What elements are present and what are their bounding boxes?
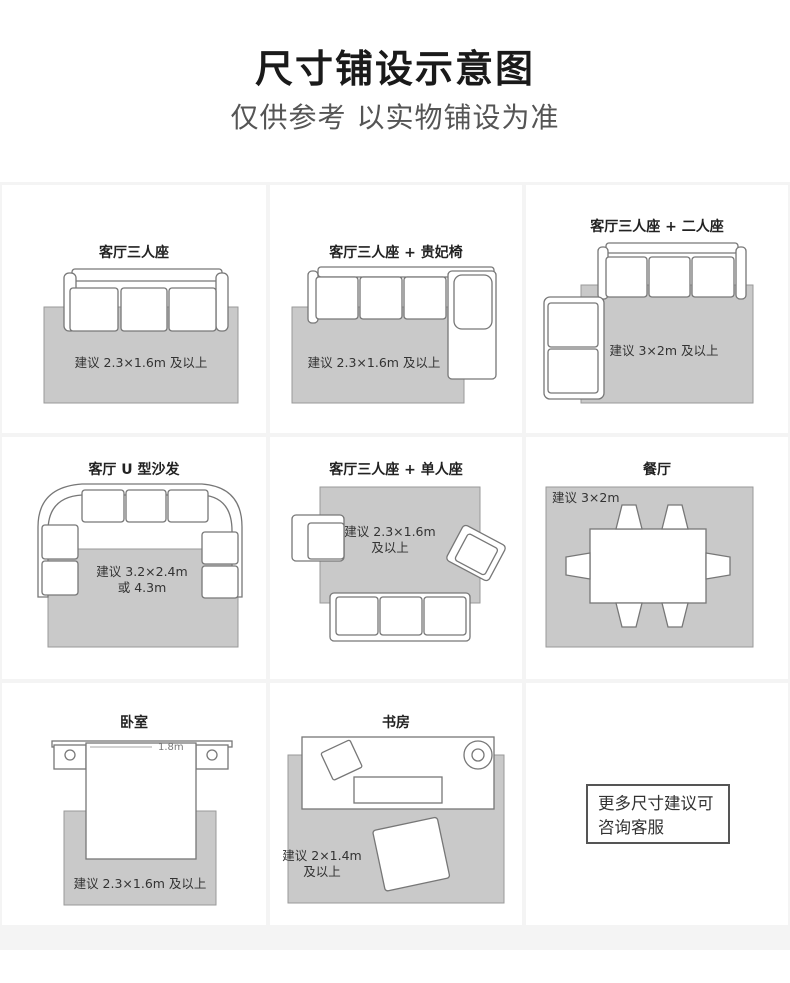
loveseat-cushion <box>547 348 599 394</box>
size-note-line2: 或 4.3m <box>118 580 167 595</box>
sofa-cushion <box>691 256 735 298</box>
sofa-back <box>71 268 223 282</box>
page-subtitle: 仅供参考 以实物铺设为准 <box>230 101 560 134</box>
cell-study: 书房 建议 2×1.4m 及以上 <box>270 683 522 925</box>
contact-line1: 更多尺寸建议可 <box>598 794 714 813</box>
cell-title: 客厅 U 型沙发 <box>88 462 180 478</box>
size-note: 建议 3×2m <box>552 490 620 505</box>
page-header: 尺寸铺设示意图 仅供参考 以实物铺设为准 <box>0 0 790 182</box>
lamp-center <box>471 748 485 762</box>
living-three-seat-diagram: 建议 2.3×1.6m 及以上 <box>43 268 239 404</box>
dining-chair <box>661 504 689 530</box>
chaise-cushion <box>453 274 493 330</box>
cell-title: 书房 <box>382 715 410 731</box>
u-sofa-frame <box>37 483 243 598</box>
cell-dining: 餐厅 建议 3×2m <box>526 437 788 679</box>
sofa-cushion <box>41 524 79 560</box>
living-two-seat-diagram: 建议 3×2m 及以上 <box>543 242 754 404</box>
study-diagram: 建议 2×1.4m 及以上 <box>282 736 505 904</box>
size-note: 建议 3×2m 及以上 <box>609 343 718 358</box>
armchair-cushion <box>307 522 345 560</box>
bed <box>85 742 197 860</box>
sofa-cushion <box>403 276 447 320</box>
sofa-arm <box>735 246 747 300</box>
cell-title: 客厅三人座 + 贵妃椅 <box>329 245 463 261</box>
cell-title: 餐厅 <box>643 462 671 478</box>
size-note-line1: 建议 2.3×1.6m <box>344 524 435 539</box>
page-title: 尺寸铺设示意图 <box>254 47 535 91</box>
size-note: 建议 2.3×1.6m 及以上 <box>74 876 207 891</box>
cell-title: 卧室 <box>120 715 148 731</box>
chair <box>372 816 451 892</box>
lamp-icon <box>206 749 218 761</box>
size-note-line1: 建议 2×1.4m <box>282 848 361 863</box>
loveseat-cushion <box>547 302 599 348</box>
u-sofa-diagram: 建议 3.2×2.4m 或 4.3m <box>37 483 243 648</box>
sofa-cushion <box>359 276 403 320</box>
sofa-cushion <box>315 276 359 320</box>
cell-u-sofa: 客厅 U 型沙发 建议 3.2×2.4m 或 4.3m <box>2 437 266 679</box>
sofa-cushion <box>69 287 119 332</box>
sofa-cushion <box>167 489 209 523</box>
cell-title: 客厅三人座 + 二人座 <box>590 219 724 235</box>
contact-line2: 咨询客服 <box>598 818 664 837</box>
cell-living-chaise: 客厅三人座 + 贵妃椅 建议 2.3×1.6m 及以上 <box>270 185 522 433</box>
dining-chair <box>661 602 689 628</box>
lamp-icon <box>64 749 76 761</box>
contact-service-box[interactable]: 更多尺寸建议可 咨询客服 <box>586 784 730 844</box>
size-note-line2: 及以上 <box>371 540 409 555</box>
sofa-cushion <box>41 560 79 596</box>
dining-chair <box>615 504 643 530</box>
sofa-cushion <box>120 287 168 332</box>
living-single-diagram: 建议 2.3×1.6m 及以上 <box>291 486 506 642</box>
cell-bedroom: 卧室 1.8m 建议 2.3×1.6m 及以上 <box>2 683 266 925</box>
cell-title: 客厅三人座 <box>99 245 169 261</box>
size-note: 建议 2.3×1.6m 及以上 <box>75 355 208 370</box>
cell-living-three-seat: 客厅三人座 建议 2.3×1.6m 及以上 <box>2 185 266 433</box>
size-note-line2: 及以上 <box>303 864 341 879</box>
sofa-cushion <box>168 287 217 332</box>
keyboard <box>353 776 443 804</box>
dining-diagram: 建议 3×2m <box>545 486 754 648</box>
sofa-cushion <box>125 489 167 523</box>
sofa-cushion <box>379 596 423 636</box>
sofa-cushion <box>335 596 379 636</box>
dining-table <box>589 528 707 604</box>
dining-chair <box>615 602 643 628</box>
laptop-icon <box>320 739 363 781</box>
living-chaise-diagram: 建议 2.3×1.6m 及以上 <box>291 266 497 404</box>
sofa-cushion <box>201 565 239 599</box>
cell-living-two-seat: 客厅三人座 + 二人座 建议 3×2m 及以上 <box>526 185 788 433</box>
sofa-cushion <box>81 489 125 523</box>
size-note-line1: 建议 3.2×2.4m <box>96 564 187 579</box>
sofa-back <box>605 242 739 254</box>
dining-chair <box>565 552 591 580</box>
bedroom-diagram: 1.8m 建议 2.3×1.6m 及以上 <box>51 740 233 906</box>
sofa-cushion <box>201 531 239 565</box>
sofa-cushion <box>648 256 691 298</box>
size-note: 建议 2.3×1.6m 及以上 <box>308 355 441 370</box>
sofa-arm <box>215 272 229 332</box>
dining-chair <box>705 552 731 580</box>
rug <box>580 284 754 404</box>
armchair-cushion <box>454 533 499 576</box>
bed-width-label: 1.8m <box>158 742 184 753</box>
sofa-cushion <box>605 256 648 298</box>
sofa-cushion <box>423 596 467 636</box>
cell-living-single: 客厅三人座 + 单人座 建议 2.3×1.6m 及以上 <box>270 437 522 679</box>
cell-title: 客厅三人座 + 单人座 <box>329 462 463 478</box>
